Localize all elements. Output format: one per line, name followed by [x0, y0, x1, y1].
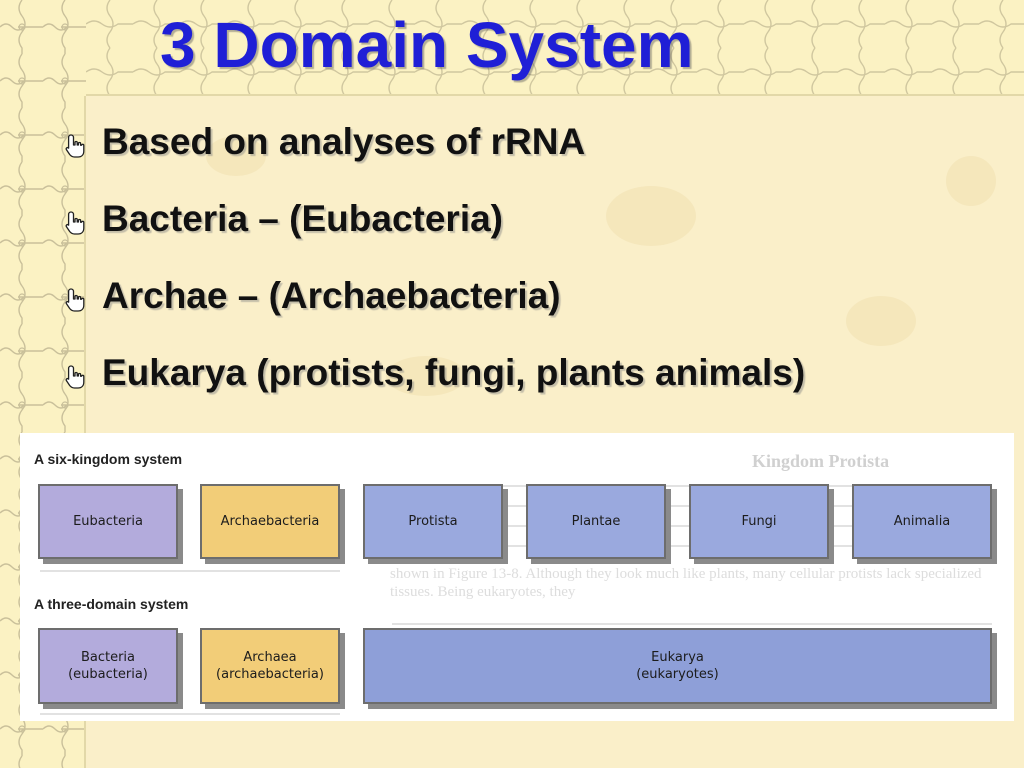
kingdom-box-plantae: Plantae	[526, 484, 666, 559]
slide-title: 3 Domain System	[160, 9, 694, 81]
kingdom-name: Plantae	[571, 514, 621, 529]
bullet-item: Bacteria – (Eubacteria)	[62, 193, 805, 270]
bullet-text: Eukarya (protists, fungi, plants animals…	[102, 352, 806, 393]
domain-box-bacteria: Bacteria (eubacteria)	[38, 628, 178, 704]
domain-name: Eukarya	[651, 650, 704, 665]
domain-alt-name: (archaebacteria)	[216, 667, 324, 682]
kingdom-box-fungi: Fungi	[689, 484, 829, 559]
kingdom-name: Fungi	[741, 514, 777, 529]
kingdom-box-protista: Protista	[363, 484, 503, 559]
hand-pointer-icon	[65, 134, 85, 158]
kingdom-domain-figure: Kingdom Protista shown in Figure 13-8. A…	[20, 433, 1014, 721]
domain-box-eukarya: Eukarya (eukaryotes)	[363, 628, 992, 704]
kingdom-name: Eubacteria	[73, 514, 143, 529]
kingdom-box-eubacteria: Eubacteria	[38, 484, 178, 559]
hand-pointer-icon	[65, 211, 85, 235]
kingdom-name: Animalia	[893, 514, 951, 529]
domain-name: Bacteria	[80, 650, 136, 665]
bullet-item: Eukarya (protists, fungi, plants animals…	[62, 347, 805, 424]
decorative-top-band	[86, 0, 1024, 96]
kingdom-box-archaebacteria: Archaebacteria	[200, 484, 340, 559]
decorative-top-lattice	[86, 0, 1024, 96]
domain-alt-name: (eukaryotes)	[636, 667, 719, 682]
bullet-text: Bacteria – (Eubacteria)	[102, 198, 504, 239]
domain-box-archaea: Archaea (archaebacteria)	[200, 628, 340, 704]
hand-pointer-icon	[65, 288, 85, 312]
kingdom-name: Protista	[408, 514, 458, 529]
domain-name: Archaea	[243, 650, 297, 665]
background-page-text: shown in Figure 13-8. Although they look…	[390, 566, 982, 600]
bullet-list: Based on analyses of rRNA Bacteria – (Eu…	[62, 116, 805, 424]
bullet-item: Based on analyses of rRNA	[62, 116, 805, 193]
domain-alt-name: (eubacteria)	[68, 667, 148, 682]
bullet-text: Archae – (Archaebacteria)	[102, 275, 561, 316]
hand-pointer-icon	[65, 365, 85, 389]
three-domain-label: A three-domain system	[34, 596, 189, 612]
background-page-heading: Kingdom Protista	[752, 451, 890, 471]
bullet-text: Based on analyses of rRNA	[102, 121, 586, 162]
kingdom-box-animalia: Animalia	[852, 484, 992, 559]
kingdom-name: Archaebacteria	[220, 514, 320, 529]
six-kingdom-label: A six-kingdom system	[34, 451, 183, 467]
bullet-item: Archae – (Archaebacteria)	[62, 270, 805, 347]
